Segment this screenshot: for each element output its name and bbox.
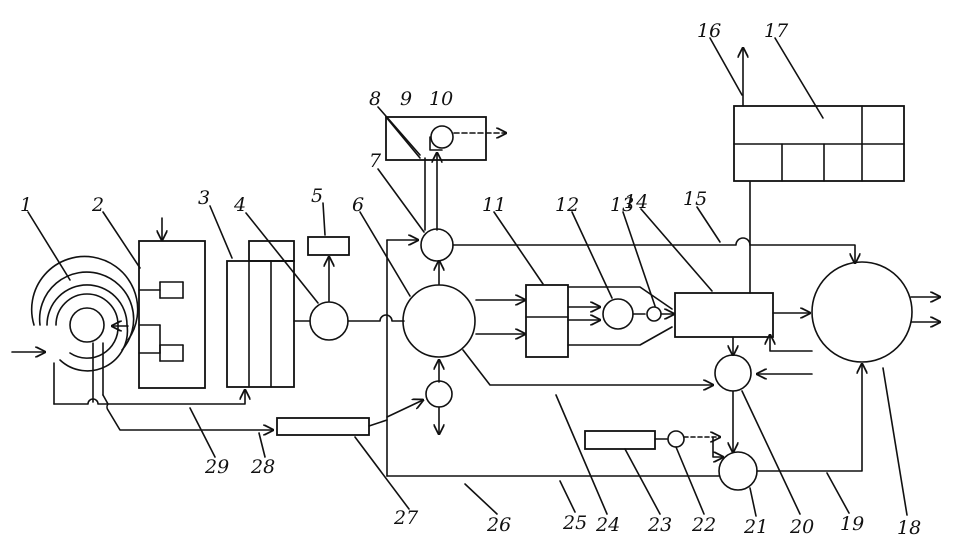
component-12 <box>602 298 634 330</box>
component-2 <box>138 240 206 389</box>
label-8: 8 <box>369 88 381 110</box>
label-22: 22 <box>691 514 716 536</box>
component-21 <box>718 451 758 491</box>
component-10-pipe <box>429 136 443 151</box>
component-1-spiral-drum <box>30 255 139 372</box>
label-17: 17 <box>764 20 789 42</box>
label-6: 6 <box>352 194 364 216</box>
label-15: 15 <box>683 188 707 210</box>
label-13: 13 <box>610 194 634 216</box>
label-29: 29 <box>204 456 229 478</box>
label-12: 12 <box>555 194 579 216</box>
label-2: 2 <box>91 194 104 216</box>
line-24 <box>462 349 713 385</box>
label-16: 16 <box>697 20 721 42</box>
label-4: 4 <box>233 194 246 216</box>
component-13 <box>646 306 662 322</box>
component-4 <box>309 301 349 341</box>
component-11 <box>525 284 569 358</box>
component-17 <box>733 105 905 182</box>
label-1: 1 <box>20 194 32 216</box>
labels: 1 2 3 4 5 6 7 8 9 10 11 12 13 14 15 16 1… <box>20 20 921 539</box>
label-9: 9 <box>400 88 412 110</box>
line-11-14-top <box>567 286 673 310</box>
line-4-6 <box>347 314 405 322</box>
line-19 <box>756 364 862 472</box>
component-27 <box>276 417 370 436</box>
label-26: 26 <box>486 514 511 536</box>
component-3 <box>226 240 295 388</box>
leader-lines <box>27 37 908 517</box>
label-14: 14 <box>624 191 648 213</box>
line-29 <box>53 390 245 405</box>
component-18 <box>811 261 913 363</box>
label-19: 19 <box>840 513 864 535</box>
label-11: 11 <box>482 194 506 216</box>
arrow-22-21-b <box>712 436 723 457</box>
line-27-bus <box>368 419 388 427</box>
component-23 <box>584 430 656 450</box>
line-11-14 <box>567 326 673 346</box>
component-6 <box>402 284 476 358</box>
component-22 <box>667 430 685 448</box>
component-5 <box>307 236 350 256</box>
component-10 <box>430 125 454 149</box>
component-26 <box>425 380 453 408</box>
label-3: 3 <box>198 187 210 209</box>
component-14 <box>674 292 774 338</box>
label-10: 10 <box>429 88 453 110</box>
label-20: 20 <box>789 516 814 538</box>
label-5: 5 <box>311 185 323 207</box>
component-20 <box>714 354 752 392</box>
label-7: 7 <box>369 150 382 172</box>
line-18-14 <box>770 335 813 352</box>
label-18: 18 <box>897 517 921 539</box>
label-28: 28 <box>250 456 275 478</box>
component-7 <box>420 228 454 262</box>
label-23: 23 <box>647 514 672 536</box>
label-25: 25 <box>562 512 587 534</box>
line-28 <box>102 394 273 430</box>
label-21: 21 <box>743 516 768 538</box>
label-27: 27 <box>393 507 419 529</box>
label-24: 24 <box>595 514 620 536</box>
component-9 <box>385 116 487 161</box>
arrow-27-26 <box>386 400 423 418</box>
